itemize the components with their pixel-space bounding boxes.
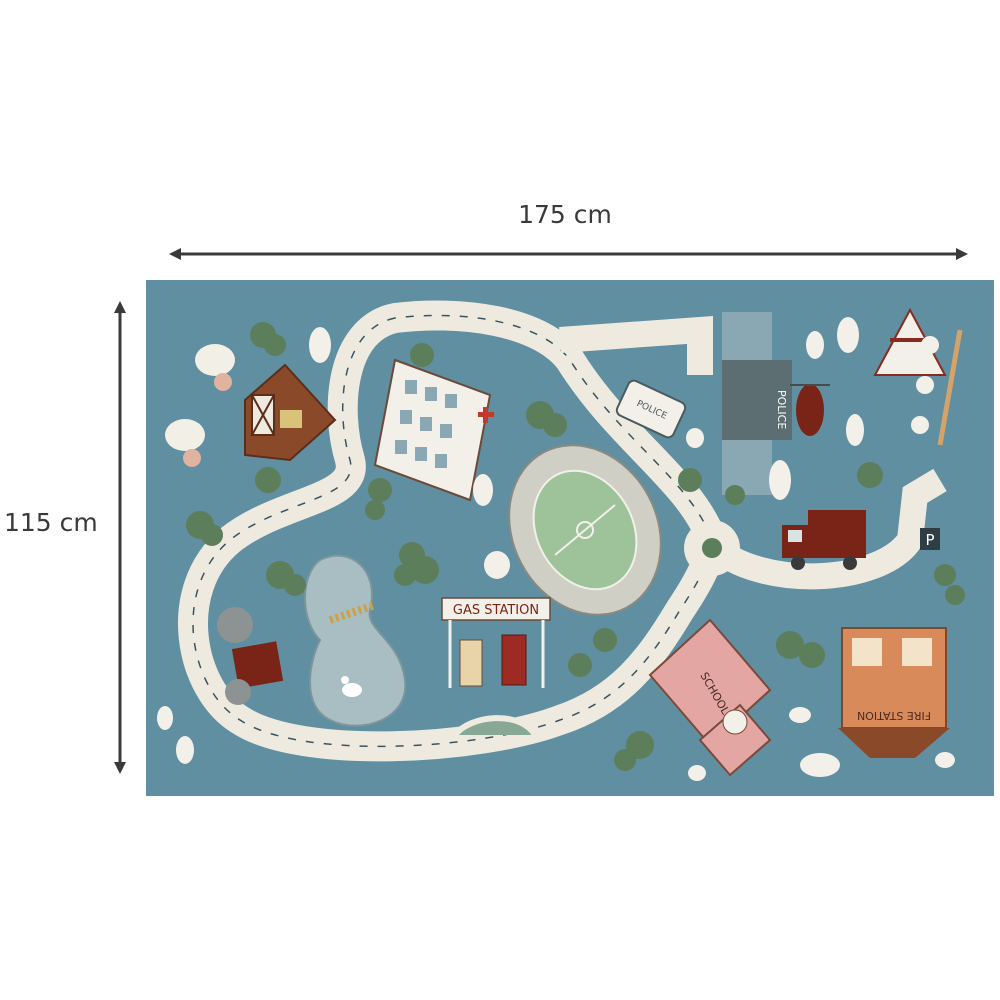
barn — [244, 363, 337, 462]
gas-station: GAS STATION — [441, 597, 551, 688]
trees — [186, 322, 965, 771]
tractor — [217, 607, 284, 705]
clouds — [157, 317, 955, 781]
road — [178, 300, 947, 762]
width-dimension-label: 175 cm — [518, 200, 612, 229]
carousel — [873, 307, 963, 446]
stadium — [508, 444, 662, 616]
parking-sign-plate — [920, 528, 940, 550]
fire-station-sign: FIRE STATION — [857, 709, 931, 722]
school: SCHOOL — [648, 618, 772, 777]
fire-truck — [782, 510, 866, 570]
pond — [304, 554, 407, 727]
police-station: POLICE — [722, 312, 792, 495]
police-car: POLICE — [615, 379, 687, 439]
parking-sign: P — [925, 531, 934, 549]
sheep — [165, 344, 235, 467]
police-sign: POLICE — [775, 390, 788, 429]
fire-station: FIRE STATION — [838, 627, 950, 758]
helicopter — [790, 384, 830, 436]
height-dimension-label: 115 cm — [4, 508, 98, 537]
gas-station-sign: GAS STATION — [453, 603, 539, 618]
hospital — [373, 358, 494, 502]
